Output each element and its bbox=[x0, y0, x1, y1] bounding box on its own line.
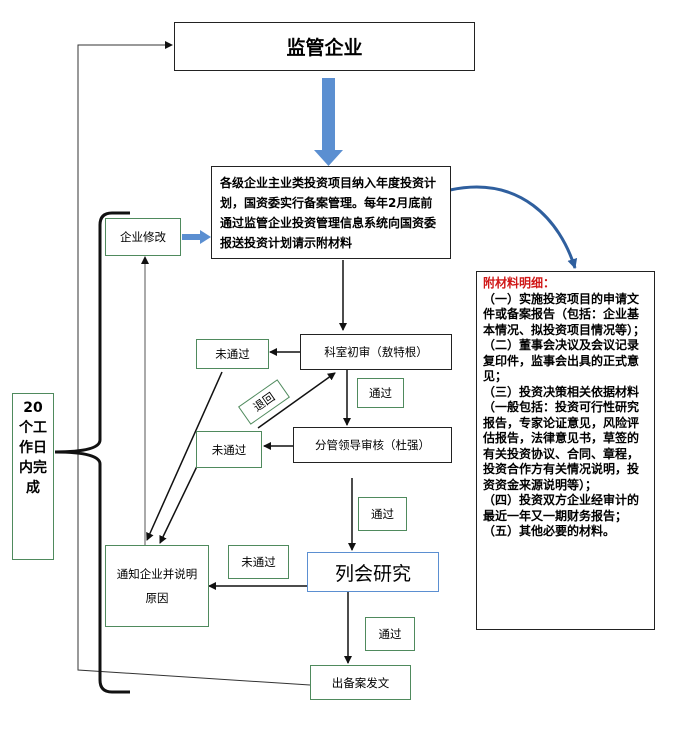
modify-to-submit-arrow bbox=[182, 230, 211, 244]
arrow-return bbox=[257, 372, 336, 429]
label-fail-3: 未通过 bbox=[228, 545, 289, 579]
node-issue: 出备案发文 bbox=[310, 665, 411, 700]
node-first-review: 科室初审（敖特根） bbox=[300, 334, 452, 370]
node-enterprise: 监管企业 bbox=[174, 22, 475, 71]
attachment-item-5: （五）其他必要的材料。 bbox=[483, 524, 616, 538]
label-fail-1: 未通过 bbox=[196, 339, 269, 369]
label-pass-2: 通过 bbox=[358, 497, 407, 531]
attachment-item-3: （三）投资决策相关依据材料（一般包括：投资可行性研究报告，专家论证意见，风险评估… bbox=[483, 384, 640, 492]
node-modify: 企业修改 bbox=[105, 218, 181, 256]
arrow-fail2-to-notify bbox=[159, 459, 201, 544]
attachment-item-1: （一）实施投资项目的申请文件或备案报告（包括：企业基本情况、拟投资项目情况等）； bbox=[483, 291, 646, 337]
node-submit: 各级企业主业类投资项目纳入年度投资计划，国资委实行备案管理。每年2月底前通过监管… bbox=[211, 166, 451, 259]
label-pass-3: 通过 bbox=[365, 617, 415, 651]
attachment-item-2: （二）董事会决议及会议记录复印件，监事会出具的正式意见； bbox=[483, 338, 640, 383]
big-down-arrow bbox=[314, 78, 343, 166]
attachment-item-4: （四）投资双方企业经审计的最近一年又一期财务报告； bbox=[483, 493, 640, 523]
node-meeting: 列会研究 bbox=[307, 552, 439, 592]
node-leader-review: 分管领导审核（杜强） bbox=[293, 427, 452, 463]
attachment-title: 附材料明细： bbox=[483, 276, 556, 290]
arrow-fail1-to-notify bbox=[146, 371, 223, 541]
label-pass-1: 通过 bbox=[357, 378, 404, 408]
attachment-curve-arrow bbox=[449, 185, 578, 269]
label-fail-2: 未通过 bbox=[196, 431, 262, 468]
outer-loop-line bbox=[77, 41, 311, 686]
attachment-list: 附材料明细： （一）实施投资项目的申请文件或备案报告（包括：企业基本情况、拟投资… bbox=[476, 271, 655, 630]
node-days: 20个工作日内完成 bbox=[12, 393, 54, 560]
node-notify: 通知企业并说明原因 bbox=[105, 545, 209, 627]
bracket bbox=[54, 211, 130, 694]
